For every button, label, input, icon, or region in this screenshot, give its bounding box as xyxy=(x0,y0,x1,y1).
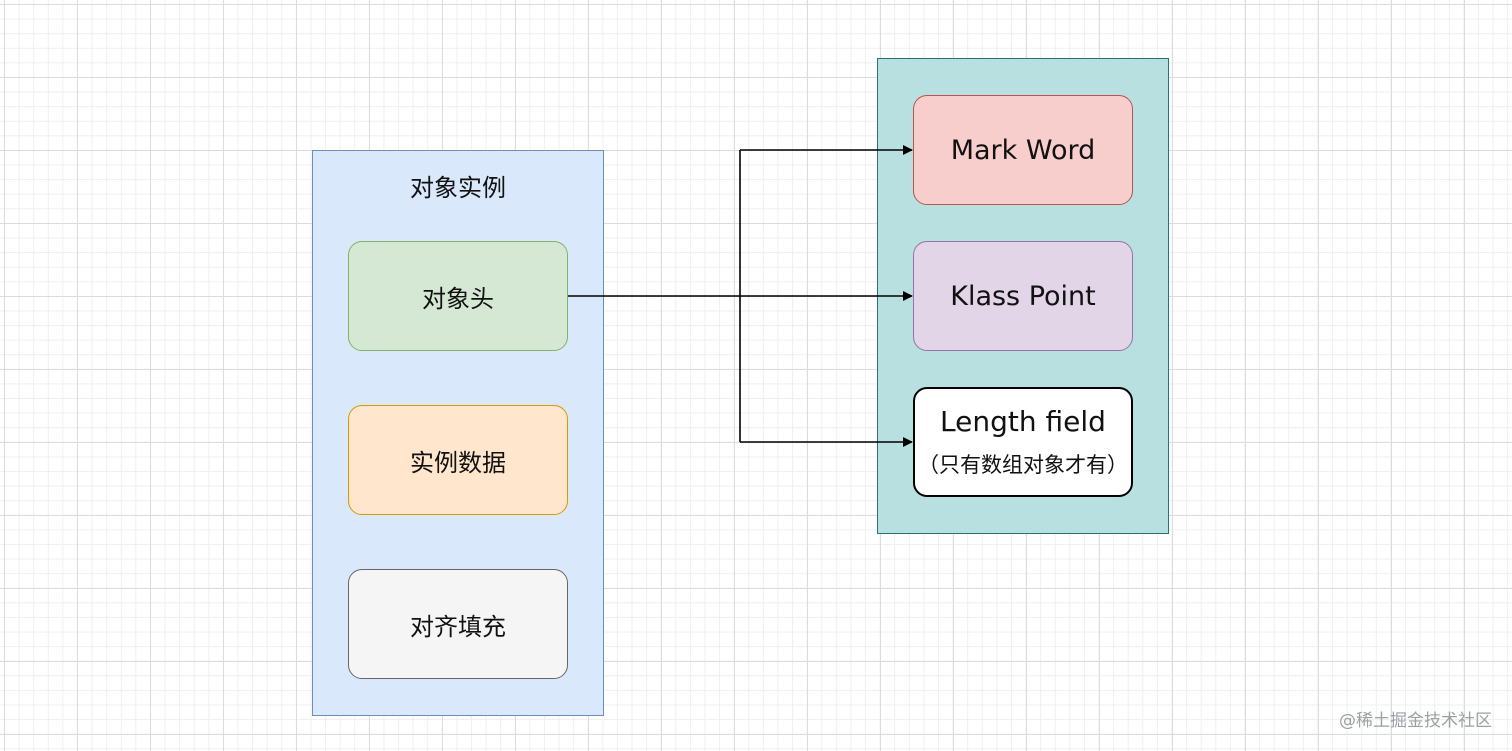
mark-word-box: Mark Word xyxy=(913,95,1133,205)
watermark: @稀土掘金技术社区 xyxy=(1339,711,1492,731)
object-instance-title: 对象实例 xyxy=(410,174,506,202)
klass-point-box: Klass Point xyxy=(913,241,1133,351)
klass-point-label: Klass Point xyxy=(950,280,1096,312)
mark-word-label: Mark Word xyxy=(950,134,1096,166)
length-field-note: （只有数组对象才有） xyxy=(918,453,1128,477)
padding-label: 对齐填充 xyxy=(410,612,506,641)
padding-box: 对齐填充 xyxy=(348,569,568,679)
object-header-box: 对象头 xyxy=(348,241,568,351)
instance-data-box: 实例数据 xyxy=(348,405,568,515)
object-header-label: 对象头 xyxy=(422,284,494,313)
instance-data-label: 实例数据 xyxy=(410,448,506,477)
length-field-label: Length field xyxy=(940,405,1106,438)
length-field-box: Length field （只有数组对象才有） xyxy=(913,387,1133,497)
